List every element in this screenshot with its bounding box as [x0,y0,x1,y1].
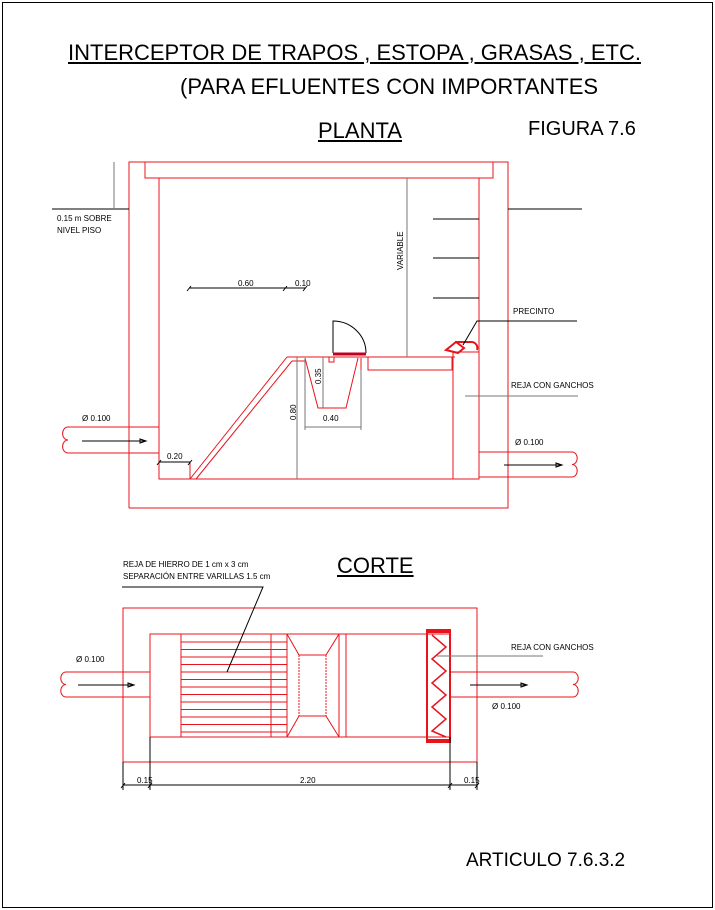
planta-section [62,161,578,509]
drawing-subtitle: (PARA EFLUENTES CON IMPORTANTES [180,74,599,99]
dim-080: 0.80 [289,404,298,420]
trough [304,357,362,409]
dim-left-wall: 0.15 [137,776,153,785]
baffle [452,351,480,480]
inlet-diameter: Ø 0.100 [82,414,111,423]
drawing-title: INTERCEPTOR DE TRAPOS , ESTOPA , GRASAS … [68,40,641,65]
outer-box [122,607,478,763]
grate-frame [180,634,288,737]
article-reference: ARTICULO 7.6.3.2 [466,850,626,871]
hook-zigzag [430,634,448,738]
top-slab [144,161,494,179]
reja-label-corte: REJA CON GANCHOS [511,643,594,652]
inlet-pipe [62,426,159,454]
platform-plate [367,356,453,371]
outlet-diameter: Ø 0.100 [515,438,544,447]
corte-inlet-diameter: Ø 0.100 [76,655,105,664]
grate-note-2: SEPARACIÓN ENTRE VARILLAS 1.5 cm [123,572,271,581]
inlet-pipe-corte [60,671,150,698]
ramp [189,356,293,480]
grate-bars [181,641,287,733]
corte-annotations [78,586,543,790]
figure-number: FIGURA 7.6 [528,118,636,140]
trap-section [286,633,347,738]
small-block [158,461,191,480]
platform [287,356,455,362]
grate-note-1: REJA DE HIERRO DE 1 cm x 3 cm [123,560,249,569]
dim-020: 0.20 [167,452,183,461]
variable-label: VARIABLE [396,231,405,270]
dim-010: 0.10 [295,279,311,288]
outer-wall [128,161,509,509]
dim-040: 0.40 [323,414,339,423]
dim-035: 0.35 [314,368,323,384]
inner-wall [158,178,480,480]
dim-total-length: 2.20 [300,776,316,785]
precinto-label: PRECINTO [513,307,555,316]
corte-label: CORTE [337,553,414,578]
outlet-pipe [479,451,578,478]
dim-060: 0.60 [238,279,254,288]
corte-outlet-diameter: Ø 0.100 [492,702,521,711]
level-note-2: NIVEL PISO [57,226,102,235]
planta-annotations [52,162,582,479]
level-note-1: 0.15 m SOBRE [57,214,112,223]
lug [328,356,335,363]
dim-right-wall: 0.15 [464,776,480,785]
outlet-pipe-corte [450,671,579,698]
trap-inner [298,654,327,717]
precinto-seal [443,340,479,355]
corte-section [60,607,579,763]
reja-label-planta: REJA CON GANCHOS [511,381,594,390]
planta-label: PLANTA [318,118,402,143]
